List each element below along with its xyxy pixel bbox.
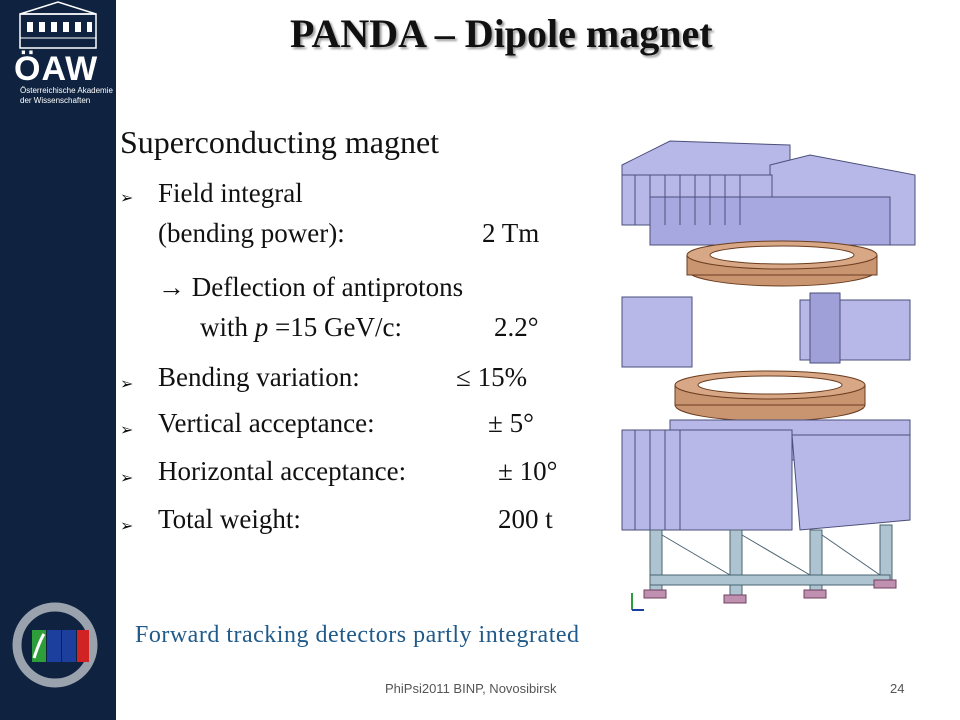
dipole-magnet-image — [621, 140, 916, 611]
bending-value: ≤ 15% — [456, 362, 528, 392]
field-value: 2 Tm — [482, 218, 540, 248]
deflection-line-2: with p =15 GeV/c: — [200, 312, 402, 343]
field-label-2: (bending power): — [158, 218, 345, 248]
sidebar: ÖAW Österreichische Akademie der Wissens… — [0, 0, 116, 720]
page-number: 24 — [890, 681, 905, 696]
horizontal-label: Horizontal acceptance: — [158, 456, 407, 486]
logo-subtitle: Österreichische Akademie der Wissenschaf… — [20, 86, 113, 106]
logo-sub-line-2: der Wissenschaften — [20, 96, 91, 105]
deflection-value: 2.2° — [494, 312, 539, 342]
arrowhead-bullet-icon: ➢ — [120, 188, 134, 207]
field-label-1: Field integral — [158, 178, 303, 208]
weight-value: 200 t — [498, 504, 553, 534]
page-title: PANDA – Dipole magnet — [290, 11, 713, 56]
vertical-value: ± 5° — [488, 408, 534, 438]
deflection-pre: with — [200, 312, 255, 342]
horizontal-value: ± 10° — [498, 456, 558, 486]
momentum-symbol: p — [254, 312, 269, 342]
axis-triad-icon — [631, 593, 644, 611]
oaw-logo: ÖAW Österreichische Akademie der Wissens… — [0, 0, 116, 116]
arrowhead-bullet-icon: ➢ — [120, 420, 134, 439]
subtitle: Superconducting magnet — [120, 124, 440, 160]
integration-note: Forward tracking detectors partly integr… — [135, 622, 580, 648]
vertical-label: Vertical acceptance: — [158, 408, 375, 438]
deflection-line-1: → Deflection of antiprotons — [158, 272, 464, 302]
arrowhead-bullet-icon: ➢ — [120, 468, 134, 487]
logo-sub-line-1: Österreichische Akademie — [20, 86, 113, 95]
bending-label: Bending variation: — [158, 362, 360, 392]
logo-name: ÖAW — [14, 50, 99, 88]
arrowhead-bullet-icon: ➢ — [120, 516, 134, 535]
smi-logo-icon — [12, 602, 98, 688]
building-icon — [19, 1, 97, 49]
arrowhead-bullet-icon: ➢ — [120, 374, 134, 393]
deflection-post: =15 GeV/c: — [268, 312, 402, 342]
footer-text: PhiPsi2011 BINP, Novosibirsk — [385, 681, 557, 696]
weight-label: Total weight: — [158, 504, 301, 534]
